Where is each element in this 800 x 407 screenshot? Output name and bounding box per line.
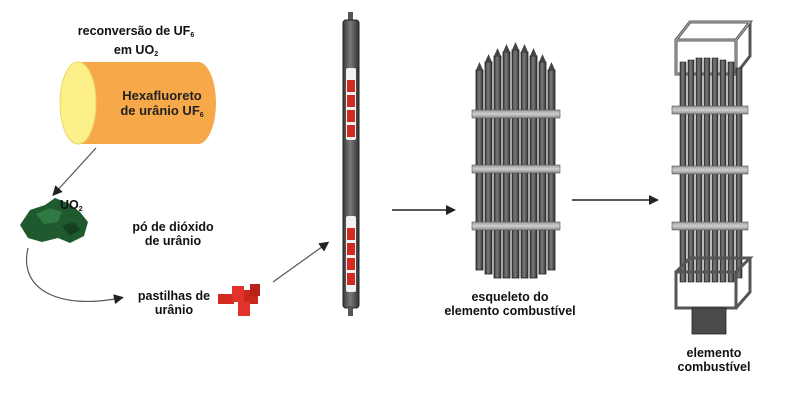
- fuel-skeleton-icon: [471, 42, 561, 279]
- arrow-powder-to-pellets: [26, 247, 124, 305]
- arrow-cylinder-to-powder: [52, 147, 97, 196]
- powder-line1: pó de dióxido: [132, 220, 214, 234]
- skeleton-line2: elemento combustível: [444, 304, 576, 318]
- element-line1: elemento: [686, 346, 742, 360]
- uranium-pellets-icon: [218, 284, 260, 316]
- uf6-cylinder-icon: [59, 61, 216, 145]
- reconversion-label: reconversão de UF6 em UO2: [66, 24, 206, 62]
- powder-label: pó de dióxido de urânio: [118, 220, 228, 248]
- skeleton-line1: esqueleto do: [471, 290, 549, 304]
- hexafluoride-line2-subscript: 6: [199, 112, 204, 119]
- skeleton-label: esqueleto do elemento combustível: [430, 290, 590, 318]
- pellets-line2: urânio: [154, 303, 194, 317]
- uo2-subscript: 2: [78, 206, 83, 213]
- powder-line2: de urânio: [144, 234, 202, 248]
- element-line2: combustível: [677, 360, 751, 374]
- element-label: elemento combustível: [664, 346, 764, 374]
- pellets-label: pastilhas de urânio: [126, 289, 222, 317]
- uo2-powder-icon: [20, 198, 88, 243]
- hexafluoride-label: Hexafluoreto de urânio UF6: [112, 88, 212, 123]
- fuel-rod-icon: [342, 12, 360, 316]
- reconversion-line2: em UO: [113, 43, 155, 57]
- reconversion-line1: reconversão de UF: [77, 24, 191, 38]
- hexafluoride-line2: de urânio UF: [120, 103, 200, 118]
- arrow-pellets-to-rod: [272, 241, 330, 283]
- hexafluoride-line1: Hexafluoreto: [122, 88, 202, 103]
- reconversion-line2-subscript: 2: [154, 51, 159, 58]
- fuel-element-icon: [671, 20, 754, 335]
- pellets-line1: pastilhas de: [137, 289, 211, 303]
- uo2-label: UO2: [60, 198, 83, 217]
- reconversion-line1-subscript: 6: [190, 32, 195, 39]
- uo2-text: UO: [60, 198, 79, 212]
